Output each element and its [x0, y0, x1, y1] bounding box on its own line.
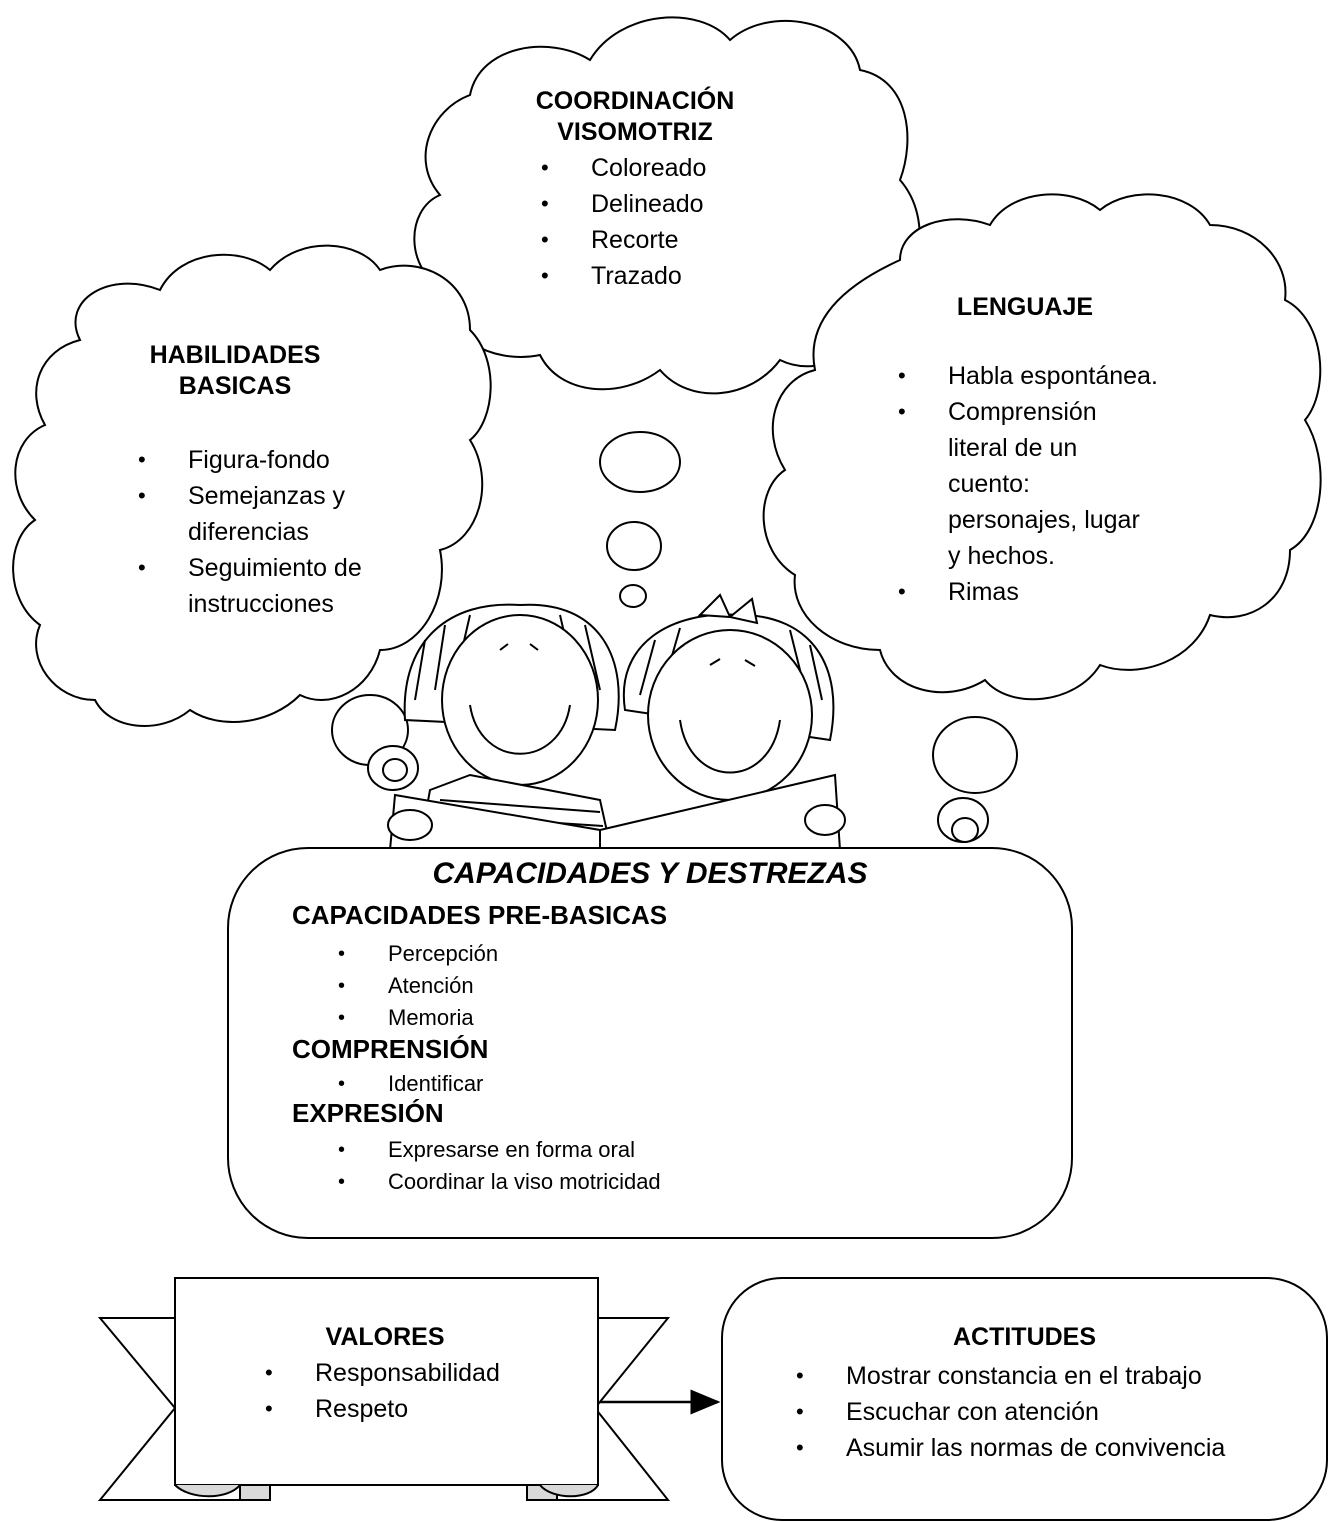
valores-list: Responsabilidad Respeto [265, 1355, 585, 1427]
thought-bubble-small [619, 584, 647, 608]
right-tail-bubble-small [951, 817, 979, 843]
list-item: Coordinar la viso motricidad [338, 1166, 838, 1198]
list-item: Mostrar constancia en el trabajo [796, 1358, 1316, 1394]
list-item: Recorte [541, 222, 801, 258]
list-item: Responsabilidad [265, 1355, 585, 1391]
habilidades-title: HABILIDADES BASICAS [149, 341, 321, 400]
capacidades-title: CAPACIDADES Y DESTREZAS [432, 857, 868, 890]
list-item: Seguimiento de instrucciones [138, 550, 378, 622]
section-heading-comprension: COMPRENSIÓN [292, 1034, 489, 1064]
list-item: Semejanzas y diferencias [138, 478, 378, 550]
list-item: Escuchar con atención [796, 1394, 1316, 1430]
list-item: Coloreado [541, 150, 801, 186]
section-heading-expresion: EXPRESIÓN [292, 1098, 444, 1128]
list-item: Expresarse en forma oral [338, 1134, 838, 1166]
comprension-list: Identificar [338, 1068, 738, 1100]
actitudes-list: Mostrar constancia en el trabajo Escucha… [796, 1358, 1316, 1466]
right-tail-bubble-large [932, 716, 1018, 794]
list-item: Rimas [898, 574, 1218, 610]
list-item: Respeto [265, 1391, 585, 1427]
list-item: Comprensión literal de un cuento: person… [898, 394, 1158, 574]
list-item: Asumir las normas de convivencia [796, 1430, 1316, 1466]
list-item: Percepción [338, 938, 738, 970]
left-tail-bubble-small [382, 758, 408, 782]
list-item: Memoria [338, 1002, 738, 1034]
thought-bubble-large [599, 431, 681, 493]
lenguaje-list: Habla espontánea. Comprensión literal de… [898, 358, 1218, 610]
list-item: Identificar [338, 1068, 738, 1100]
lenguaje-title: LENGUAJE [956, 293, 1094, 321]
section-heading-prebasicas: CAPACIDADES PRE-BASICAS [292, 900, 668, 930]
list-item: Trazado [541, 258, 801, 294]
actitudes-title: ACTITUDES [952, 1323, 1097, 1351]
thought-bubble-medium [606, 521, 662, 571]
list-item: Habla espontánea. [898, 358, 1218, 394]
valores-title: VALORES [325, 1323, 445, 1351]
list-item: Atención [338, 970, 738, 1002]
coordinacion-list: Coloreado Delineado Recorte Trazado [541, 150, 801, 294]
coordinacion-title: COORDINACIÓN VISOMOTRIZ [535, 87, 735, 146]
list-item: Delineado [541, 186, 801, 222]
habilidades-list: Figura-fondo Semejanzas y diferencias Se… [138, 442, 378, 622]
list-item: Figura-fondo [138, 442, 378, 478]
expresion-list: Expresarse en forma oral Coordinar la vi… [338, 1134, 838, 1198]
children-reading-icon [387, 593, 846, 851]
prebasicas-list: Percepción Atención Memoria [338, 938, 738, 1034]
